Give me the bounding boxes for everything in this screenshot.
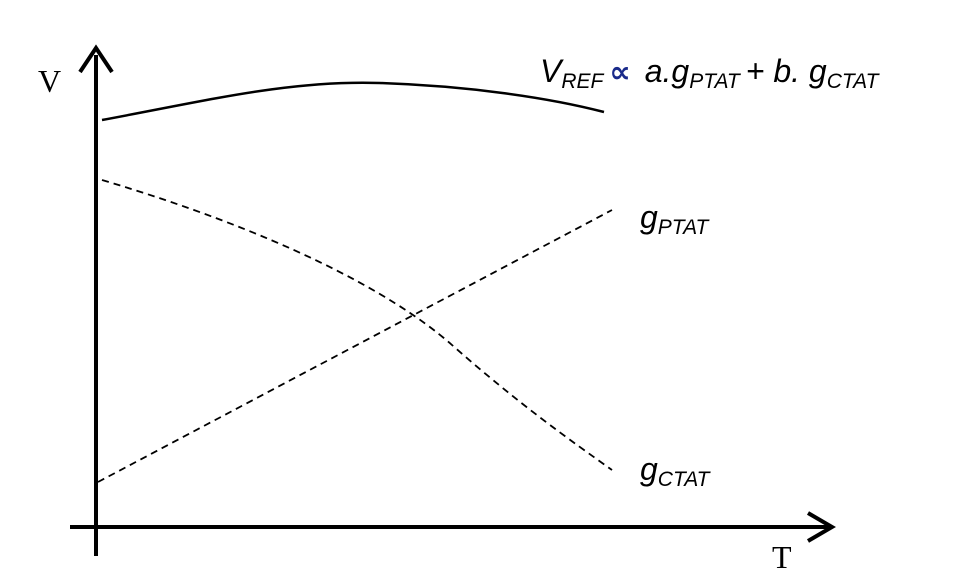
vref-term-a: a.g <box>645 53 690 89</box>
vref-term-b: + b. g <box>746 53 827 89</box>
x-axis-arrowhead <box>806 511 836 543</box>
vref-curve <box>101 81 605 122</box>
gptat-g: g <box>640 199 658 235</box>
gptat-subscript: PTAT <box>658 216 711 239</box>
vref-v-subscript: REF <box>561 70 604 93</box>
vref-equation: VREF∝ a.gPTAT+ b. gCTAT <box>540 53 881 93</box>
gptat-label: gPTAT <box>640 199 711 239</box>
gptat-curve <box>97 209 613 483</box>
proportional-symbol: ∝ <box>609 56 630 89</box>
gctat-subscript: CTAT <box>658 468 712 491</box>
gctat-g: g <box>640 451 658 487</box>
x-axis-label: T <box>772 539 792 575</box>
gctat-label: gCTAT <box>640 451 712 491</box>
vref-term-b-subscript: CTAT <box>827 70 881 93</box>
y-axis-arrowhead <box>78 44 114 74</box>
vref-term-a-subscript: PTAT <box>689 70 742 93</box>
y-axis-label: V <box>38 63 61 99</box>
vref-v: V <box>540 53 564 89</box>
gctat-curve <box>101 179 613 471</box>
